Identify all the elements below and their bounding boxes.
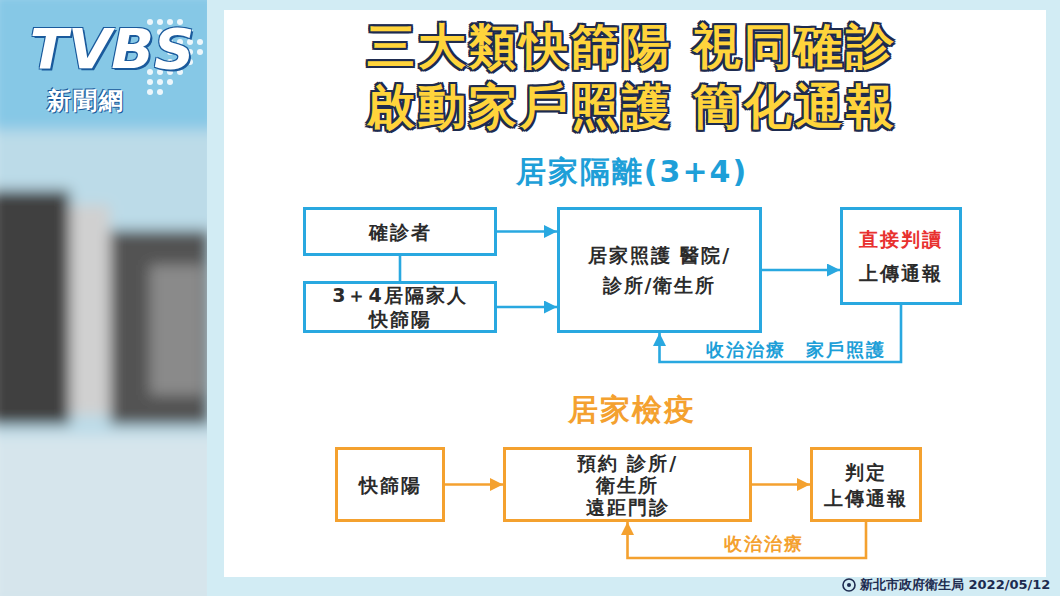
logo-dot	[147, 89, 153, 95]
photo-area	[0, 190, 70, 425]
flow-arrow	[497, 306, 557, 309]
box-text: 判定 上傳通報	[820, 459, 912, 511]
process-box: 確診者	[303, 207, 497, 256]
process-box: 居家照護 醫院/診所/衛生所	[557, 207, 762, 333]
logo-dot	[197, 49, 203, 55]
process-box: 直接判讀上傳通報	[840, 207, 962, 305]
box-text: 直接判讀	[859, 222, 943, 256]
flow-arrow	[445, 483, 503, 486]
flow-arrow	[399, 256, 402, 281]
edge-label: 收治治療	[724, 532, 804, 556]
flow-arrow	[628, 522, 867, 558]
photo-area	[70, 205, 110, 415]
flow-arrow	[762, 269, 840, 272]
panel	[224, 10, 1046, 577]
photo-area	[110, 230, 207, 425]
logo-dot	[157, 89, 163, 95]
flow-arrow	[497, 230, 557, 233]
box-text: 居家照護 醫院/診所/衛生所	[564, 240, 756, 300]
photo-area	[0, 0, 207, 130]
logo-ring	[843, 579, 855, 591]
flow-arrow	[752, 483, 810, 486]
watermark-logo: TVBS	[30, 16, 195, 81]
edge-label: 收治治療 家戶照護	[706, 338, 886, 362]
panel-frame	[207, 0, 1060, 596]
process-box: 快篩陽	[335, 447, 445, 522]
section-heading: 居家檢疫	[568, 390, 696, 431]
box-text: 預約 診所/衛生所 遠距門診	[558, 452, 698, 518]
photo-area	[0, 435, 207, 596]
process-box: 預約 診所/衛生所 遠距門診	[503, 447, 752, 522]
process-box: 3＋4居隔家人 快篩陽	[303, 281, 497, 333]
section-heading: 居家隔離(3+4)	[516, 152, 748, 193]
box-text: 快篩陽	[359, 472, 422, 498]
box-text: 3＋4居隔家人 快篩陽	[320, 283, 480, 331]
logo-core	[847, 583, 851, 587]
photo-area	[0, 0, 207, 596]
photo-area	[150, 265, 205, 395]
watermark-text: 新聞網	[47, 85, 125, 117]
logo-dot	[197, 39, 203, 45]
process-box: 判定 上傳通報	[810, 447, 922, 522]
footer-logo	[843, 579, 855, 591]
box-text: 上傳通報	[859, 256, 943, 290]
source-note: 新北市政府衛生局 2022/05/12	[860, 576, 1050, 594]
blurred-photo	[0, 0, 207, 596]
diagram-title: 三大類快篩陽 視同確診 啟動家戶照護 簡化通報	[342, 16, 922, 136]
box-text: 確診者	[369, 219, 432, 245]
